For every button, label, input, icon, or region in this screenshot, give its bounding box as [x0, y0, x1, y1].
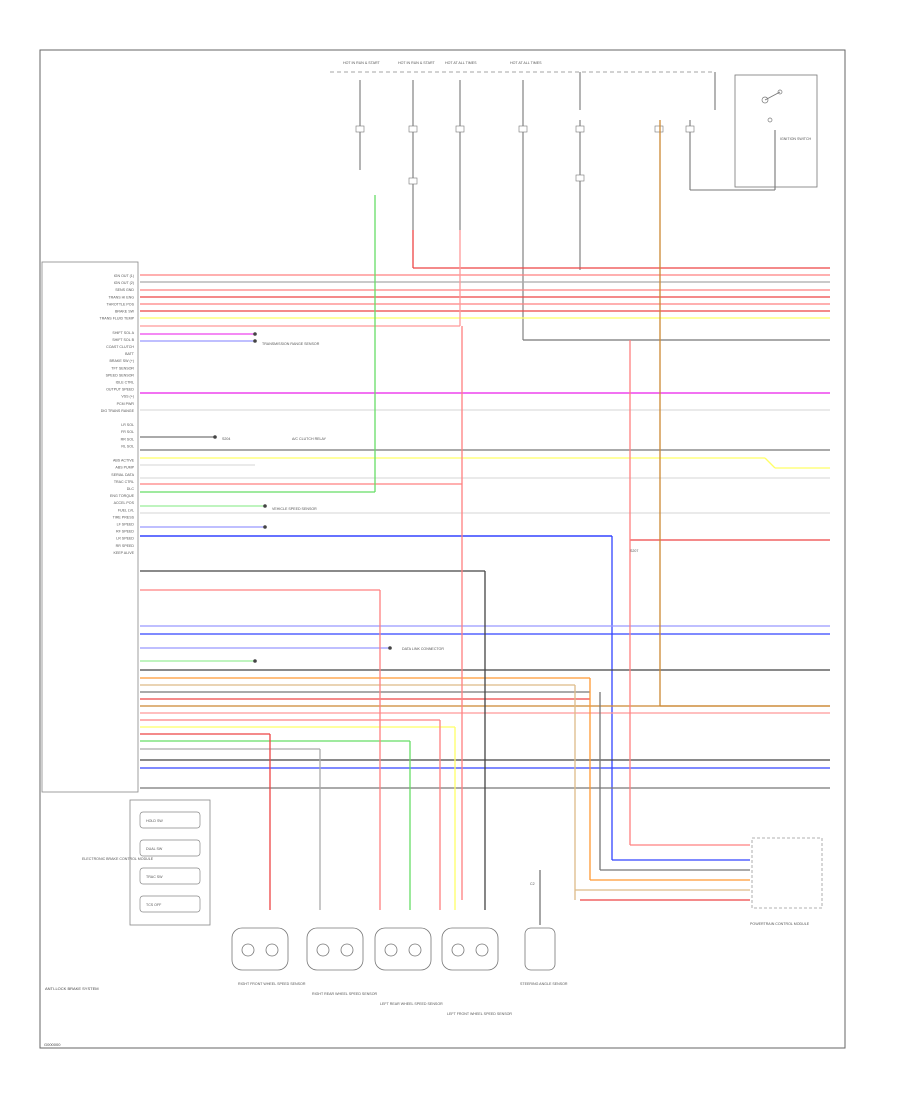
connector-pin-label: ABS ACTIVE: [113, 459, 135, 463]
connector-pin-labels: IGN OUT (1) IGN OUT (2) SENS GND TRANS HI E…: [100, 274, 135, 555]
steering-sensor-connector: [524, 927, 556, 971]
connector-pin-label: TIRE PRESS: [113, 515, 135, 519]
connector-pin-label: LF SPEED: [117, 523, 135, 527]
fuse-connectors: [355, 125, 695, 185]
pcm-wires: [575, 844, 750, 901]
connector-pin-label: RF SPEED: [116, 530, 134, 534]
connector-pin-label: KEEP ALIVE: [113, 551, 134, 555]
splice-label: S207: [630, 549, 638, 553]
connector-pin-label: VSS (+): [121, 395, 134, 399]
fuse-label: HOT IN RUN & START: [398, 61, 436, 65]
connector-pin-label: BATT: [125, 352, 135, 356]
connector-pin-label: PCM PWR: [117, 402, 135, 406]
connector-pin-label: BRAKE SW (+): [110, 359, 134, 363]
connector-pin-label: ABS PUMP: [115, 466, 134, 470]
connector-pin-label: ENG TORQUE: [110, 494, 135, 498]
wheel-sensor-connector: [306, 927, 364, 971]
connector-pin-label: IDLE CTRL: [116, 381, 134, 385]
connector-pin-label: ACCEL POS: [114, 501, 135, 505]
fuse-feeds: [359, 72, 776, 340]
connector-pin-label: DIG TRANS RANGE: [101, 409, 135, 413]
connector-pin-label: SENS GND: [115, 288, 134, 292]
connector-pin-label: FR SOL: [121, 430, 134, 434]
connector-pin-label: TRANS HI ENG: [108, 295, 134, 299]
connector-pin-label: SPEED SENSOR: [106, 373, 135, 377]
fuse-label: HOT AT ALL TIMES: [510, 61, 542, 65]
connector-pin-label: DLC: [127, 487, 135, 491]
component-label: RIGHT REAR WHEEL SPEED SENSOR: [312, 992, 378, 996]
ignition-switch: IGNITION SWITCH: [734, 74, 818, 188]
splice-label: S204: [222, 437, 230, 441]
module-switch-label: DUAL SW: [146, 847, 163, 851]
fuse-block: HOT IN RUN & START HOT IN RUN & START HO…: [330, 61, 715, 73]
splice-label: C2: [530, 882, 535, 886]
connector-pin-label: TRANS FLUID TEMP: [100, 317, 135, 321]
connector-pin-label: LR SPEED: [116, 537, 134, 541]
connector-pin-label: THROTTLE POS: [106, 302, 134, 306]
vertical-wires: [269, 120, 830, 925]
connector-pin-label: SERIAL DATA: [111, 473, 134, 477]
annotation: VEHICLE SPEED SENSOR: [272, 507, 317, 511]
component-label: RIGHT FRONT WHEEL SPEED SENSOR: [238, 982, 306, 986]
component-label: LEFT REAR WHEEL SPEED SENSOR: [380, 1002, 443, 1006]
connector-pin-label: COAST CLUTCH: [106, 345, 134, 349]
pcm-label: POWERTRAIN CONTROL MODULE: [750, 922, 810, 926]
wheel-sensors: [231, 927, 556, 971]
connector-pin-label: RR SPEED: [116, 544, 135, 548]
annotations: A/C CLUTCH RELAY VEHICLE SPEED SENSOR TR…: [262, 342, 444, 651]
annotation: TRANSMISSION RANGE SENSOR: [262, 342, 320, 346]
connector-pin-label: RL SOL: [121, 444, 134, 448]
connector-pin-label: SHIFT SOL A: [112, 331, 134, 335]
wheel-sensor-connector: [374, 927, 432, 971]
wire-harness: [140, 230, 830, 860]
diagram-id: G000000: [44, 1042, 61, 1047]
powertrain-control-module: POWERTRAIN CONTROL MODULE: [750, 837, 823, 926]
system-label: ANTI-LOCK BRAKE SYSTEM: [45, 986, 99, 991]
wheel-sensor-connector: [441, 927, 499, 971]
component-label: LEFT FRONT WHEEL SPEED SENSOR: [447, 1012, 512, 1016]
connector-pin-label: IGN OUT (2): [114, 281, 134, 285]
connector-pin-label: IGN OUT (1): [114, 274, 134, 278]
splices: S204 S207 C2: [213, 332, 638, 886]
connector-pin-label: RR SOL: [121, 437, 134, 441]
annotation: DATA LINK CONNECTOR: [402, 647, 444, 651]
brake-control-module: HOLD SW DUAL SW TRAC SW TCS OFF ELECTRON…: [82, 799, 211, 926]
connector-pin-label: TRAC CTRL: [114, 480, 134, 484]
fuse-label: HOT AT ALL TIMES: [445, 61, 477, 65]
wheel-sensor-connector: [231, 927, 289, 971]
component-label: STEERING ANGLE SENSOR: [520, 982, 568, 986]
annotation: A/C CLUTCH RELAY: [292, 437, 327, 441]
connector-pin-label: LR SOL: [121, 423, 134, 427]
ignition-switch-label: IGNITION SWITCH: [780, 137, 812, 141]
module-label: ELECTRONIC BRAKE CONTROL MODULE: [82, 857, 154, 861]
fuse-label: HOT IN RUN & START: [343, 61, 381, 65]
connector-pin-label: BRAKE SW: [115, 310, 135, 314]
connector-pin-label: OUTPUT SPEED: [106, 388, 134, 392]
left-connector-block: [41, 261, 139, 793]
diagram-frame: [39, 49, 846, 1049]
bottom-labels: RIGHT FRONT WHEEL SPEED SENSOR RIGHT REA…: [45, 982, 568, 1016]
connector-pin-label: FUEL LVL: [118, 508, 134, 512]
module-switch-label: TCS OFF: [146, 903, 162, 907]
module-switch-label: TRAC SW: [146, 875, 163, 879]
connector-pin-label: TFT SENSOR: [111, 366, 134, 370]
connector-pin-label: SHIFT SOL B: [112, 338, 134, 342]
module-switch-label: HOLD SW: [146, 819, 163, 823]
